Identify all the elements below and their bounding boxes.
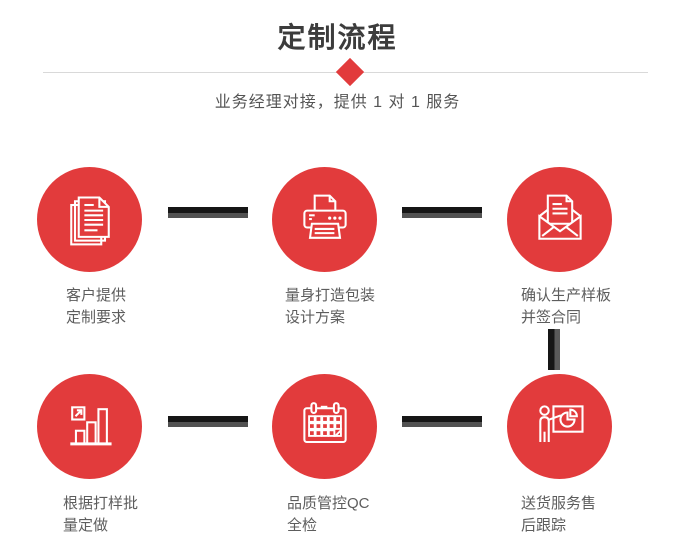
step-label: 确认生产样板 并签合同	[521, 285, 611, 329]
step-circle	[507, 374, 612, 479]
connector-step5-step6	[402, 416, 482, 427]
open-envelope-icon	[537, 194, 582, 240]
step-label-line2: 定制要求	[66, 309, 127, 326]
step-circle	[507, 167, 612, 272]
documents-icon	[69, 195, 110, 245]
step-label: 送货服务售 后跟踪	[521, 493, 596, 537]
presentation-icon	[538, 404, 584, 442]
step-label: 品质管控QC 全检	[287, 493, 370, 537]
step-label-line1: 客户提供	[66, 287, 127, 304]
step-label-line2: 后跟踪	[521, 517, 567, 534]
step-label-line1: 量身打造包装	[285, 287, 376, 304]
calendar-icon	[302, 401, 347, 443]
connector-step3-step6	[548, 329, 560, 370]
step-label-line1: 根据打样批	[63, 495, 139, 512]
bar-chart-icon	[69, 405, 112, 445]
step-label-line2: 设计方案	[285, 309, 346, 326]
step-circle	[37, 167, 142, 272]
step-label-line2: 并签合同	[521, 309, 582, 326]
page-subtitle: 业务经理对接，提供 1 对 1 服务	[214, 94, 461, 111]
connector-step2-step3	[402, 207, 482, 218]
step-label: 客户提供 定制要求	[66, 285, 126, 329]
step-label-line2: 量定做	[63, 517, 109, 534]
step-label-line1: 确认生产样板	[521, 287, 612, 304]
step-label: 量身打造包装 设计方案	[285, 285, 375, 329]
connector-step1-step2	[168, 207, 248, 218]
step-circle	[272, 167, 377, 272]
step-circle	[272, 374, 377, 479]
step-label: 根据打样批 量定做	[63, 493, 138, 537]
page-title: 定制流程	[277, 22, 398, 53]
diamond-icon	[335, 57, 365, 87]
step-label-line1: 送货服务售	[521, 495, 597, 512]
connector-step4-step5	[168, 416, 248, 427]
step-label-line1: 品质管控QC	[287, 495, 370, 512]
step-label-line2: 全检	[287, 517, 318, 534]
step-circle	[37, 374, 142, 479]
printer-icon	[302, 194, 347, 239]
